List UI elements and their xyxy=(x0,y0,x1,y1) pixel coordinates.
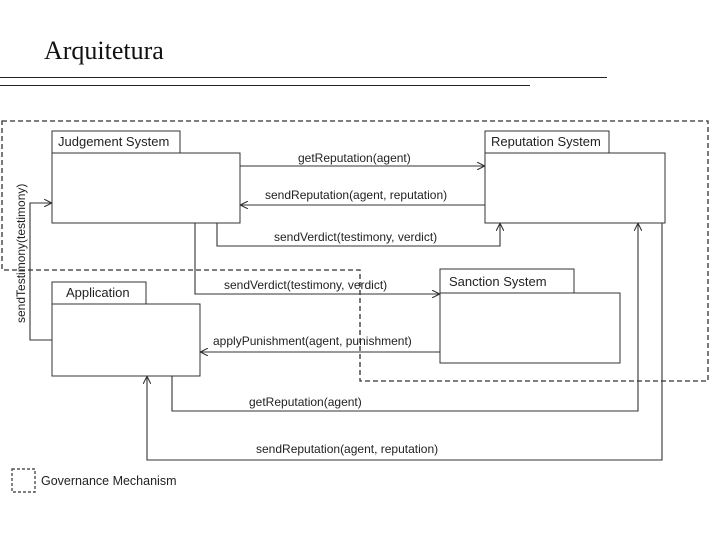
send-testimony-label: sendTestimony(testimony) xyxy=(14,184,28,323)
get-reputation-top-label: getReputation(agent) xyxy=(298,151,411,165)
judgement-system-label: Judgement System xyxy=(58,134,169,149)
send-reputation-bottom-arrow xyxy=(147,223,663,461)
get-reputation-bottom-arrow xyxy=(171,224,638,412)
send-reputation-bottom-label: sendReputation(agent, reputation) xyxy=(256,442,438,456)
title-rule-short xyxy=(0,85,530,86)
get-reputation-bottom-label: getReputation(agent) xyxy=(249,395,362,409)
reputation-system-label: Reputation System xyxy=(491,134,601,149)
send-testimony-arrow xyxy=(29,203,52,341)
send-verdict-top-arrow xyxy=(216,223,500,247)
send-verdict-top-label: sendVerdict(testimony, verdict) xyxy=(274,230,437,244)
reputation-system-component[interactable]: Reputation System xyxy=(484,130,666,224)
sanction-system-label: Sanction System xyxy=(449,274,547,289)
apply-punishment-label: applyPunishment(agent, punishment) xyxy=(213,334,412,348)
title-rule-long xyxy=(0,77,607,78)
page-title: Arquitetura xyxy=(44,36,164,65)
sanction-system-component[interactable]: Sanction System xyxy=(439,268,621,364)
legend-dashed-swatch xyxy=(11,468,36,493)
application-component[interactable]: Application xyxy=(51,281,201,377)
send-verdict-sanction-arrow xyxy=(194,223,439,294)
application-label: Application xyxy=(66,285,130,300)
judgement-system-component[interactable]: Judgement System xyxy=(51,130,241,224)
governance-boundary xyxy=(1,120,709,382)
legend-label: Governance Mechanism xyxy=(41,474,176,488)
send-verdict-sanction-label: sendVerdict(testimony, verdict) xyxy=(224,278,387,292)
legend: Governance Mechanism xyxy=(11,468,176,493)
send-reputation-top-label: sendReputation(agent, reputation) xyxy=(265,188,447,202)
